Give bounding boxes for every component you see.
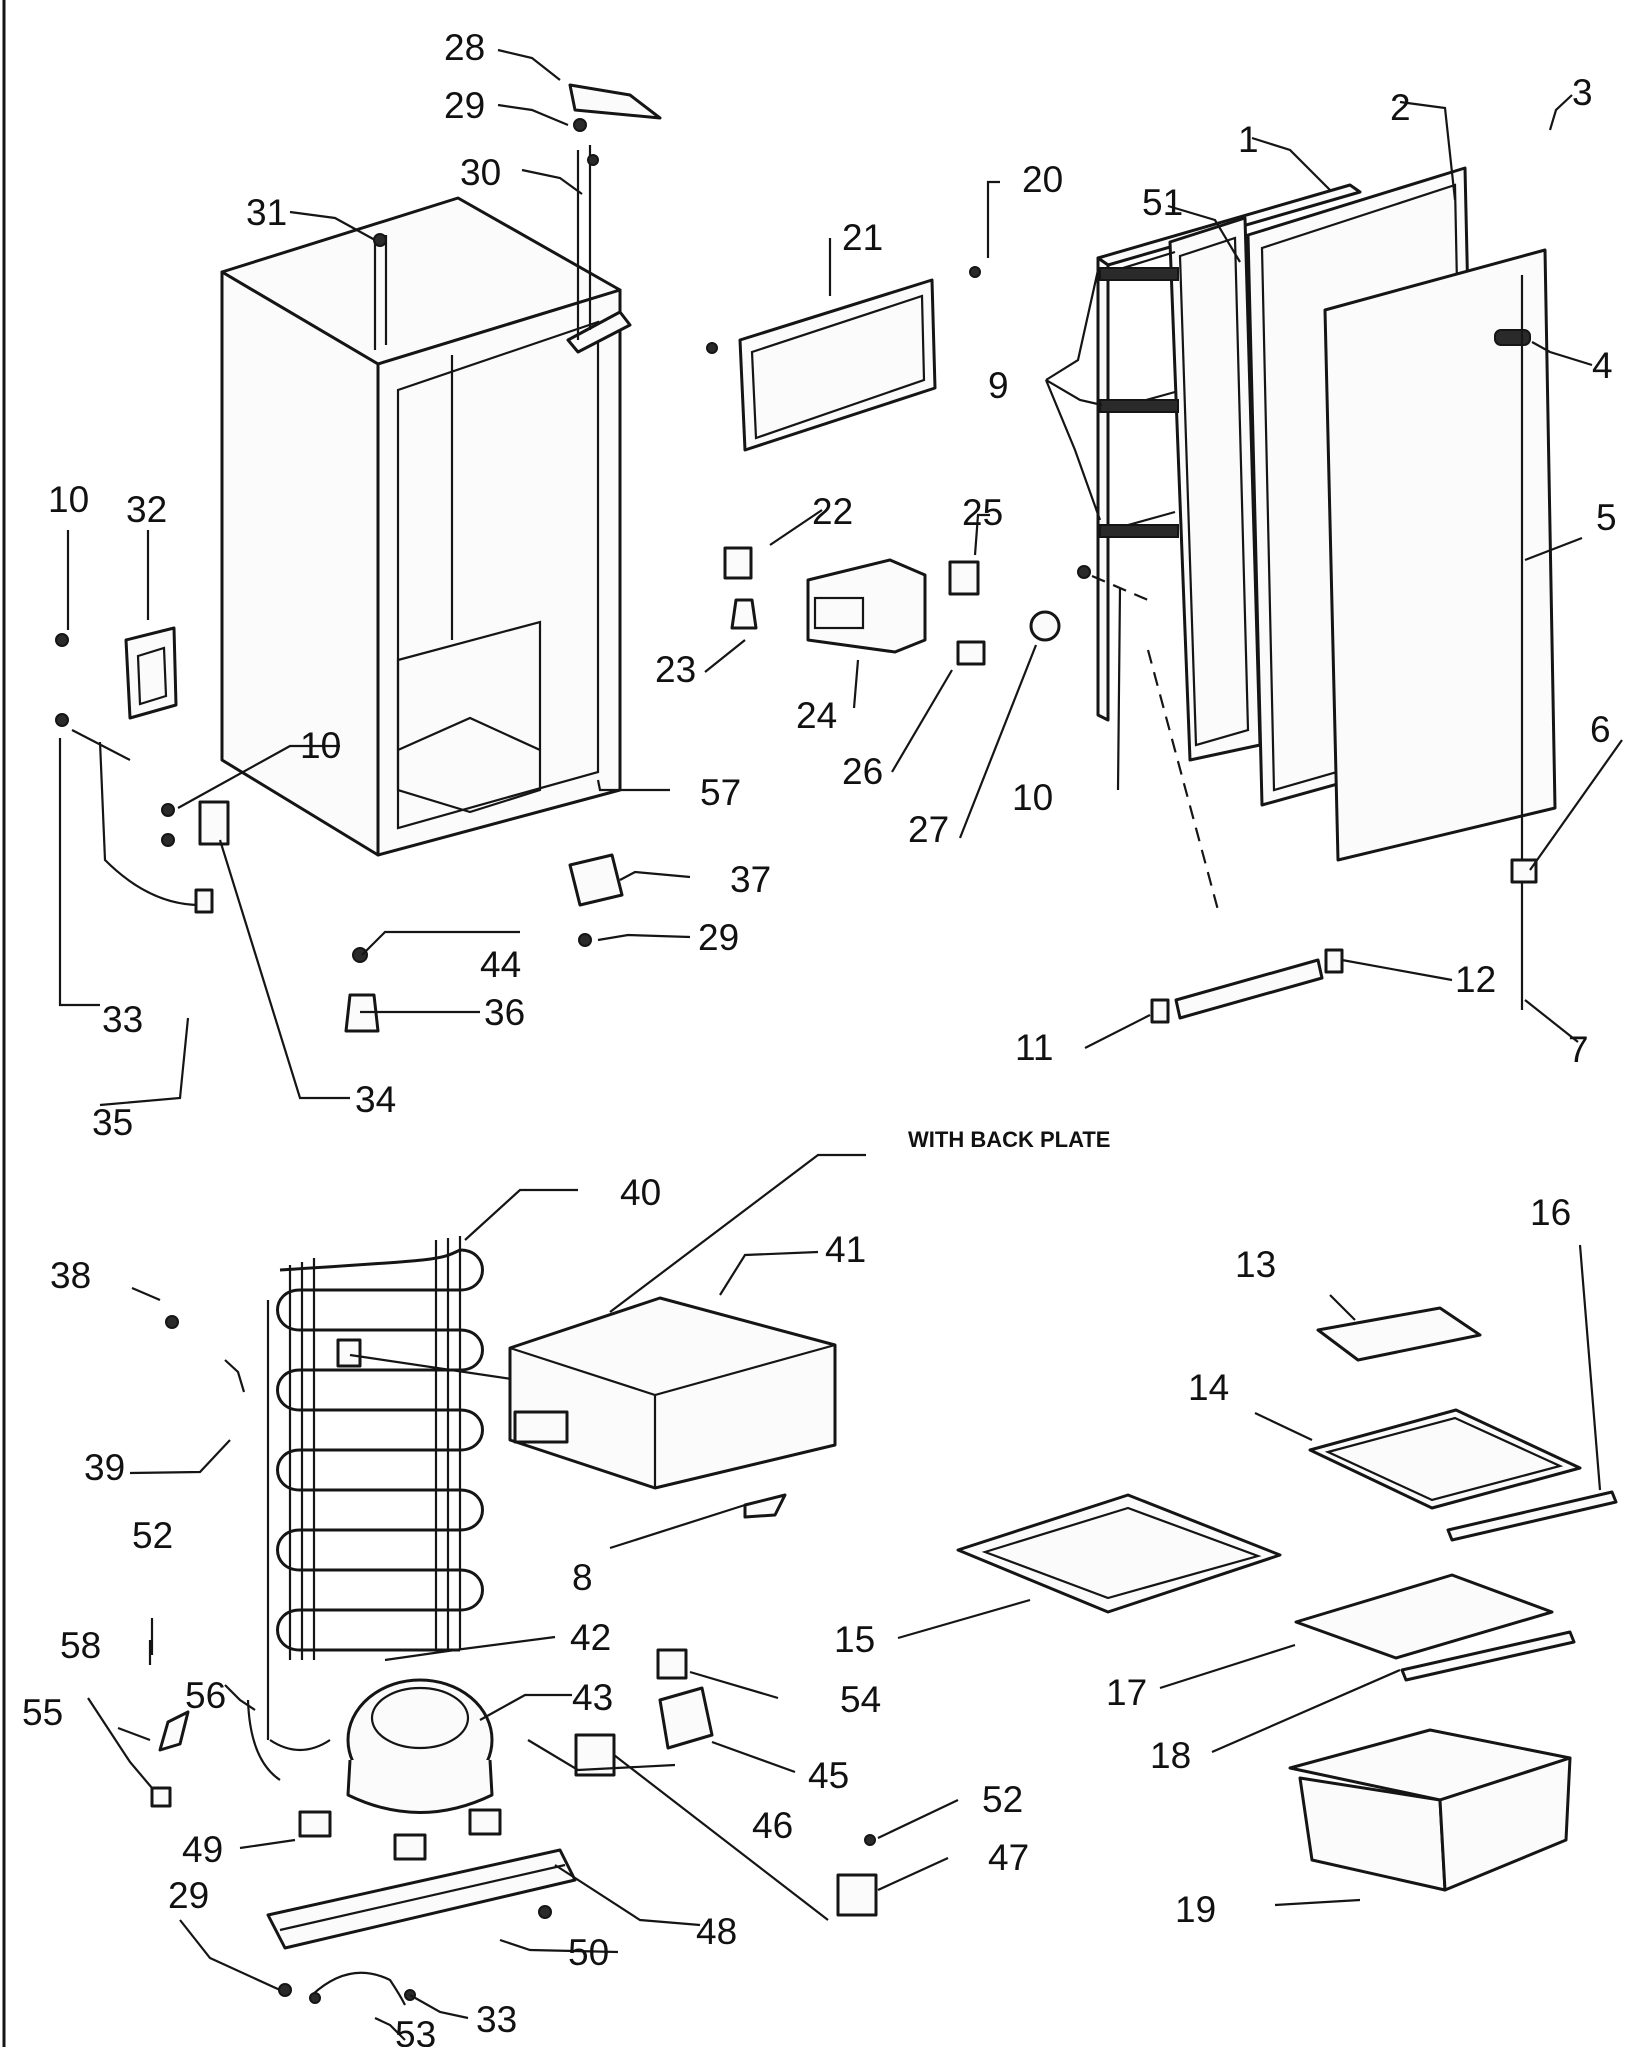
callout-8: 8 xyxy=(572,1557,593,1598)
callout-54: 54 xyxy=(840,1679,881,1720)
electrical-parts xyxy=(574,1493,878,1917)
callout-51: 51 xyxy=(1142,182,1183,223)
callout-15: 15 xyxy=(834,1619,875,1660)
control-components xyxy=(723,546,1091,666)
callout-46: 46 xyxy=(752,1805,793,1846)
callout-33-base: 33 xyxy=(476,1999,517,2040)
callout-9: 9 xyxy=(988,365,1009,406)
callout-33-left: 33 xyxy=(102,999,143,1040)
callout-28: 28 xyxy=(444,27,485,68)
evaporator-box xyxy=(508,1296,837,1490)
callout-47: 47 xyxy=(988,1837,1029,1878)
leader-lines xyxy=(58,48,1623,2041)
callout-2: 2 xyxy=(1390,87,1411,128)
callout-34: 34 xyxy=(355,1079,396,1120)
callout-16: 16 xyxy=(1530,1192,1571,1233)
callout-10-right: 10 xyxy=(1012,777,1053,818)
callout-14: 14 xyxy=(1188,1367,1229,1408)
callout-26: 26 xyxy=(842,751,883,792)
callout-12: 12 xyxy=(1455,959,1496,1000)
callout-53: 53 xyxy=(395,2014,436,2047)
callout-48: 48 xyxy=(696,1911,737,1952)
callout-22: 22 xyxy=(812,491,853,532)
callout-52-right: 52 xyxy=(982,1779,1023,1820)
compressor-assembly xyxy=(148,1640,577,2006)
callout-38: 38 xyxy=(50,1255,91,1296)
callout-40: 40 xyxy=(620,1172,661,1213)
callout-24: 24 xyxy=(796,695,837,736)
callout-27: 27 xyxy=(908,809,949,850)
left-side-parts xyxy=(55,626,624,1033)
callout-19: 19 xyxy=(1175,1889,1216,1930)
callout-31: 31 xyxy=(246,192,287,233)
callout-30: 30 xyxy=(460,152,501,193)
callout-6: 6 xyxy=(1590,709,1611,750)
callout-42: 42 xyxy=(570,1617,611,1658)
callout-58: 58 xyxy=(60,1625,101,1666)
callout-55: 55 xyxy=(22,1692,63,1733)
callout-1: 1 xyxy=(1238,119,1259,160)
callout-5: 5 xyxy=(1596,497,1617,538)
callout-13: 13 xyxy=(1235,1244,1276,1285)
callout-7: 7 xyxy=(1568,1029,1589,1070)
callout-17: 17 xyxy=(1106,1672,1147,1713)
callout-20: 20 xyxy=(1022,159,1063,200)
top-hinge-assembly xyxy=(373,83,662,354)
shelf xyxy=(706,266,981,452)
callout-29-top: 29 xyxy=(444,85,485,126)
callout-39: 39 xyxy=(84,1447,125,1488)
callout-4: 4 xyxy=(1592,345,1613,386)
callout-56: 56 xyxy=(185,1675,226,1716)
callout-11: 11 xyxy=(1015,1027,1053,1068)
callout-44: 44 xyxy=(480,944,521,985)
callout-10-cabinet: 10 xyxy=(300,725,341,766)
callout-36: 36 xyxy=(484,992,525,1033)
cabinet xyxy=(220,196,622,857)
callout-18: 18 xyxy=(1150,1735,1191,1776)
kick-plate xyxy=(1091,574,1344,1024)
callout-29-base: 29 xyxy=(168,1875,209,1916)
callout-3: 3 xyxy=(1572,72,1593,113)
callout-52-left: 52 xyxy=(132,1515,173,1556)
callout-50: 50 xyxy=(568,1932,609,1973)
callout-57: 57 xyxy=(700,772,741,813)
callout-41: 41 xyxy=(825,1229,866,1270)
callout-43: 43 xyxy=(572,1677,613,1718)
condenser-coil xyxy=(165,1236,519,1751)
callout-25: 25 xyxy=(962,492,1003,533)
callout-45: 45 xyxy=(808,1755,849,1796)
callout-35: 35 xyxy=(92,1102,133,1143)
callout-23: 23 xyxy=(655,649,696,690)
callout-37: 37 xyxy=(730,859,771,900)
accessories xyxy=(956,1306,1618,1892)
callout-49: 49 xyxy=(182,1829,223,1870)
door-assembly xyxy=(1096,166,1557,1010)
callout-10-left: 10 xyxy=(48,479,89,520)
callout-32: 32 xyxy=(126,489,167,530)
with-back-plate-note: WITH BACK PLATE xyxy=(908,1127,1110,1152)
callout-21: 21 xyxy=(842,217,883,258)
callout-29-bottom-hinge: 29 xyxy=(698,917,739,958)
callout-labels: 1 2 3 4 5 6 7 8 9 10 10 10 11 12 13 14 1… xyxy=(22,27,1617,2047)
